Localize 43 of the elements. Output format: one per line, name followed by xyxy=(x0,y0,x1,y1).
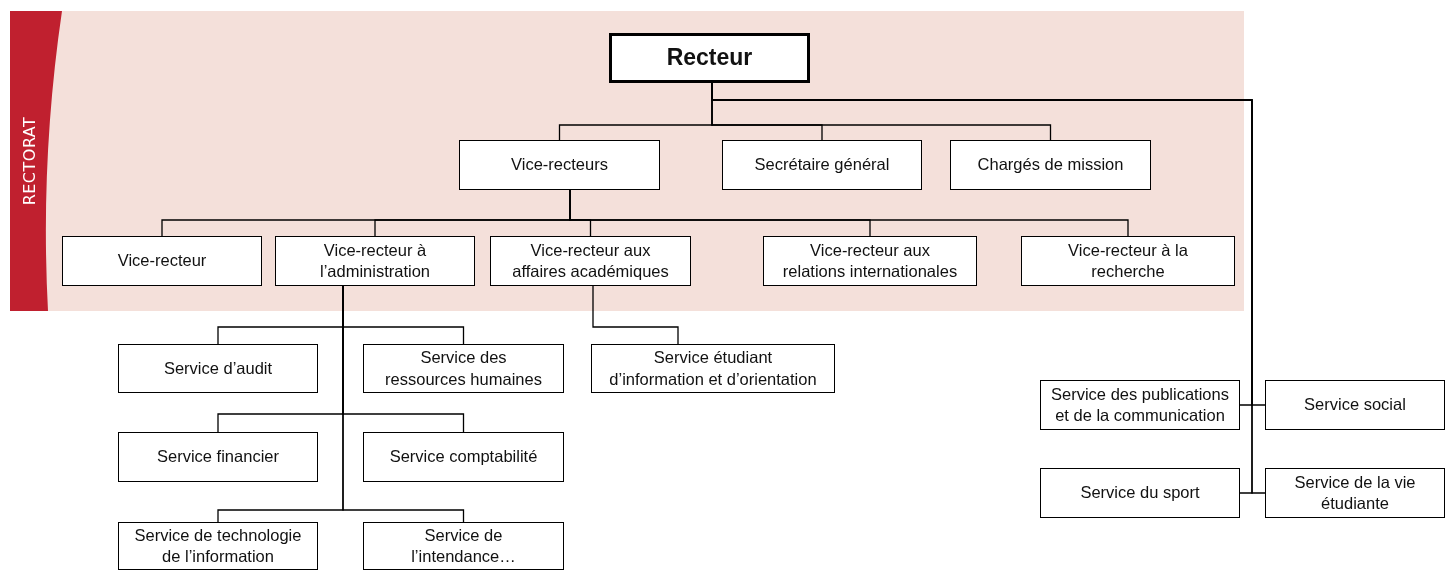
org-box xyxy=(1265,380,1445,430)
box-label: Secrétaire général xyxy=(754,154,890,176)
org-box xyxy=(275,236,475,286)
box-label: Service de technologie de l’information xyxy=(133,524,303,567)
box-label: Service comptabilité xyxy=(389,446,538,468)
box-label: Service financier xyxy=(157,446,279,468)
connector-line xyxy=(592,285,679,345)
box-label: Service du sport xyxy=(1080,482,1200,504)
org-box xyxy=(763,236,977,286)
org-box xyxy=(490,236,691,286)
box-label: Service des publications et de la communication xyxy=(1050,383,1230,426)
box-label: Vice-recteur à l’administration xyxy=(318,239,431,282)
org-box xyxy=(1040,380,1240,430)
org-box xyxy=(459,140,660,190)
section-band xyxy=(10,11,1244,311)
org-box xyxy=(1040,468,1240,518)
org-box xyxy=(118,522,318,570)
box-label: Service social xyxy=(1304,394,1406,416)
box-label: Service des ressources humaines xyxy=(384,347,543,390)
org-box xyxy=(591,344,835,393)
org-box xyxy=(363,432,564,482)
org-box xyxy=(950,140,1151,190)
box-label: Chargés de mission xyxy=(977,154,1124,176)
box-label: Vice-recteur aux relations internationales xyxy=(781,239,959,282)
org-box xyxy=(363,522,564,570)
org-box xyxy=(118,344,318,393)
org-box xyxy=(1265,468,1445,518)
band-label: RECTORAT xyxy=(19,116,39,206)
box-label: Vice-recteur xyxy=(117,250,207,272)
box-label: Service de l’intendance… xyxy=(410,524,517,567)
box-label: Service de la vie étudiante xyxy=(1293,471,1417,514)
box-label: Service d’audit xyxy=(163,357,273,379)
box-label: Vice-recteurs xyxy=(511,154,608,176)
box-label: Service étudiant d’information et d’orientation xyxy=(608,347,818,390)
org-box xyxy=(363,344,564,393)
org-box xyxy=(118,432,318,482)
box-label: Recteur xyxy=(666,43,753,73)
box-label: Vice-recteur aux affaires académiques xyxy=(511,239,670,282)
org-box xyxy=(1021,236,1235,286)
org-box xyxy=(62,236,262,286)
box-label: Vice-recteur à la recherche xyxy=(1067,239,1189,282)
org-box xyxy=(722,140,922,190)
head-box xyxy=(609,33,810,83)
